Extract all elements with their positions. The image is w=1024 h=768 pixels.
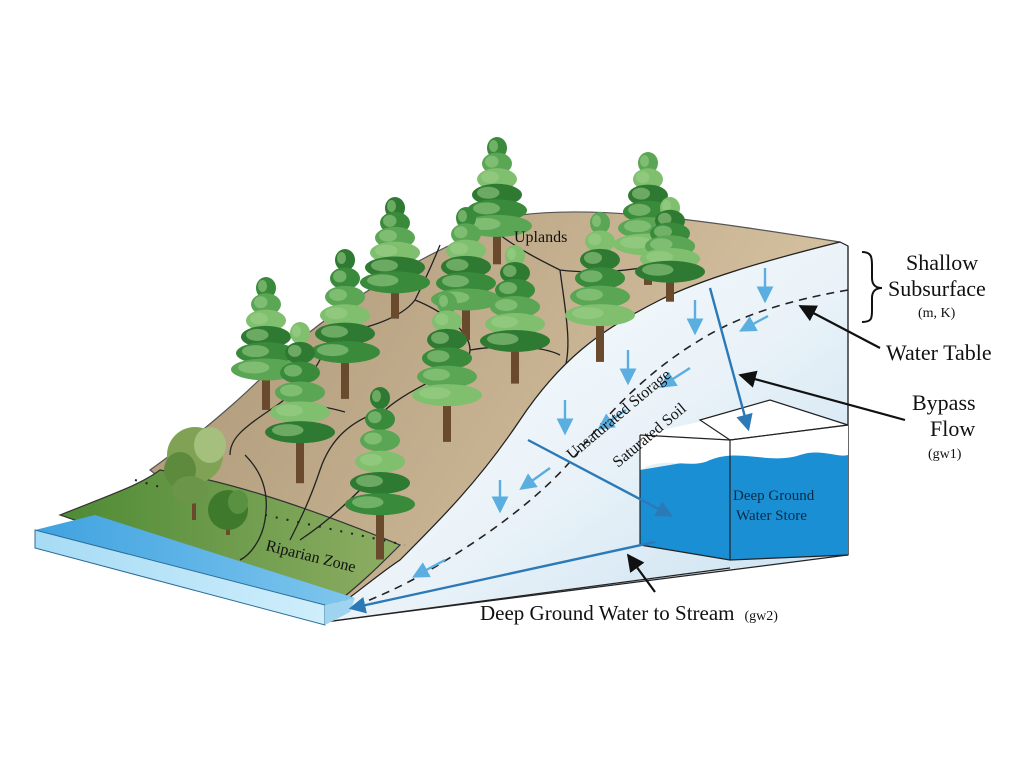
shallow-subsurface-params: (m, K)	[918, 306, 956, 321]
water-table-leader	[798, 305, 881, 349]
riparian-grass	[58, 469, 402, 609]
tree-7	[480, 245, 550, 384]
bypass-flow-label-line2: Flow	[930, 416, 975, 441]
bypass-flow-label-line1: Bypass	[912, 390, 976, 415]
bypass-flow-leader	[738, 370, 906, 422]
deep-ground-water-to-stream-leader	[626, 553, 656, 593]
deep-to-stream-param: (gw2)	[745, 609, 779, 624]
stream	[34, 515, 355, 626]
lateral-arrow-5	[412, 558, 446, 578]
bypass-flow-arrow-1	[708, 287, 753, 432]
bypass-flow-param: (gw1)	[928, 447, 962, 462]
deep-ground-water-store	[639, 399, 849, 561]
tree-10	[412, 292, 482, 442]
deep-to-stream-text: Deep Ground Water to Stream	[480, 601, 735, 625]
cross-section-base	[324, 567, 731, 623]
lateral-arrow-3	[597, 409, 627, 430]
lateral-arrow-4	[519, 467, 551, 490]
lateral-flow-arrows	[412, 314, 769, 578]
water-table-label: Water Table	[886, 340, 992, 365]
tree-11	[265, 322, 335, 484]
tree-6	[565, 212, 635, 362]
riparian-dotted-line-2	[134, 479, 161, 488]
tree-12	[345, 387, 415, 560]
uplands-label: Uplands	[514, 229, 567, 246]
infiltration-arrows	[491, 268, 774, 514]
shallow-subsurface-label-line1: Shallow	[906, 250, 978, 275]
trees	[231, 137, 705, 560]
bypass-flow-arrow-2	[527, 438, 673, 517]
deep-to-stream-label: Deep Ground Water to Stream (gw2)	[480, 601, 778, 625]
tree-3	[635, 197, 705, 302]
tree-8	[310, 249, 380, 399]
tree-1	[462, 137, 532, 265]
deep-store-label-line2: Water Store	[736, 508, 807, 524]
deep-ground-water-to-stream-arrow	[348, 540, 656, 614]
lateral-arrow-1	[739, 314, 769, 332]
lateral-arrow-2	[659, 366, 691, 388]
deep-store-label-line1: Deep Ground	[733, 488, 815, 504]
riparian-dotted-line-1	[264, 514, 406, 546]
shallow-subsurface-brace	[861, 251, 883, 323]
tree-4	[360, 197, 430, 319]
riparian-shrubs	[164, 427, 248, 535]
shallow-subsurface-label-line2: Subsurface	[888, 276, 986, 301]
